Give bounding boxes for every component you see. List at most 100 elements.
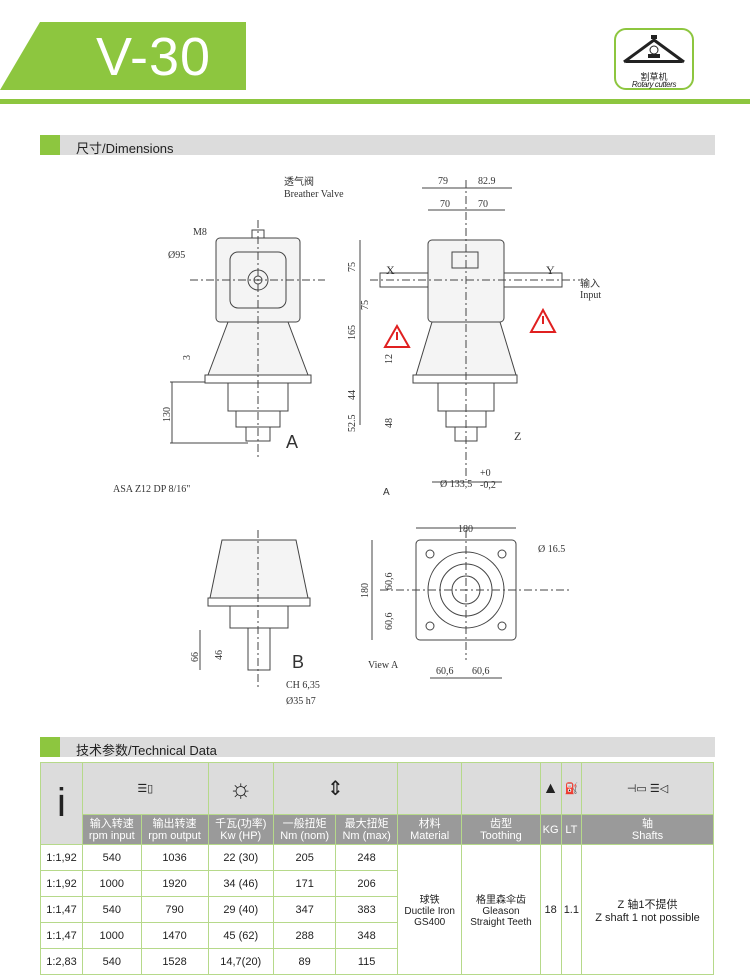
cell-nom: 288	[272, 922, 337, 949]
label-arrow-a: A	[383, 487, 390, 498]
cell-rpm-in: 540	[82, 844, 142, 871]
label-66: 66	[190, 652, 201, 662]
cell-max: 348	[335, 922, 398, 949]
label-m8: M8	[193, 227, 207, 238]
cell-nom: 347	[272, 896, 337, 923]
input-shaft-icon: ☰▯	[82, 762, 209, 815]
label-180-top: 180	[458, 524, 473, 535]
cell-ratio: 1:1,47	[40, 922, 83, 949]
label-180-side: 180	[360, 583, 371, 598]
label-44: 44	[347, 390, 358, 400]
label-70b: 70	[478, 199, 488, 210]
label-spline: ASA Z12 DP 8/16"	[113, 484, 190, 495]
label-d95: Ø95	[168, 250, 185, 261]
torque-icon: ⇕	[272, 762, 398, 815]
cell-nom: 89	[272, 948, 337, 975]
label-46: 46	[214, 650, 225, 660]
label-12: 12	[384, 354, 395, 364]
cell-kg: 18	[539, 844, 562, 975]
header-divider	[0, 99, 750, 104]
cell-kw: 34 (46)	[207, 870, 274, 897]
label-829: 82.9	[478, 176, 496, 187]
label-3: 3	[182, 355, 193, 360]
banner-slash	[0, 22, 40, 90]
cell-rpm-in: 1000	[82, 922, 142, 949]
cell-nom: 205	[272, 844, 337, 871]
section-dimensions: 尺寸/Dimensions	[40, 135, 715, 156]
label-x: X	[386, 263, 395, 277]
label-165-hole: Ø 16.5	[538, 544, 565, 555]
label-130: 130	[162, 407, 173, 422]
cell-ratio: 1:2,83	[40, 948, 83, 975]
label-75b: 75	[360, 300, 371, 310]
title-banner: V-30	[0, 22, 246, 90]
cell-rpm-out: 1528	[140, 948, 209, 975]
cell-rpm-out: 790	[140, 896, 209, 923]
weight-icon: ▲	[539, 762, 562, 815]
cell-max: 206	[335, 870, 398, 897]
label-view-a: View A	[368, 660, 399, 671]
cell-ratio: 1:1,47	[40, 896, 83, 923]
label-input-cn: 输入	[580, 277, 600, 290]
label-606a: 60,6	[384, 573, 395, 591]
cell-lt: 1.1	[560, 844, 583, 975]
section-title: 技术参数/Technical Data	[76, 743, 217, 758]
cell-rpm-in: 1000	[82, 870, 142, 897]
oil-can-icon: ⛽	[560, 762, 583, 815]
breather-cn: 透气阀	[284, 175, 314, 188]
cell-max: 383	[335, 896, 398, 923]
label-b: B	[292, 652, 304, 672]
section-title: 尺寸/Dimensions	[76, 141, 174, 156]
cell-kw: 29 (40)	[207, 896, 274, 923]
label-ch: CH 6,35	[286, 680, 320, 691]
logo-cn: 割草机	[640, 72, 668, 82]
label-606d: 60,6	[472, 666, 490, 677]
cell-rpm-in: 540	[82, 948, 142, 975]
cell-kw: 22 (30)	[207, 844, 274, 871]
section-technical: 技术参数/Technical Data	[40, 737, 715, 758]
rotary-cutter-icon	[623, 35, 685, 64]
logo-en: Rotary cutters	[631, 80, 677, 89]
header-lt: LT	[560, 814, 583, 845]
label-48: 48	[384, 418, 395, 428]
product-title: V-30	[96, 27, 212, 87]
toothing-icon	[461, 762, 541, 815]
cell-ratio: 1:1,92	[40, 844, 83, 871]
label-606c: 60,6	[436, 666, 454, 677]
label-input-en: Input	[580, 290, 601, 301]
cell-kw: 14,7(20)	[207, 948, 274, 975]
label-y: Y	[546, 263, 555, 277]
gear-sun-icon: ☼	[207, 762, 274, 815]
cell-rpm-out: 1470	[140, 922, 209, 949]
rotary-cutter-logo: 割草机 Rotary cutters	[614, 28, 694, 90]
dimension-drawings: 透气阀 Breather Valve M8 Ø95 3 130 ASA Z12 …	[113, 175, 601, 707]
label-tol-plus: +0	[480, 468, 491, 479]
material-icon	[396, 762, 463, 815]
label-75a: 75	[347, 262, 358, 272]
label-35: Ø35 h7	[286, 696, 316, 707]
label-1335: Ø 133,5	[440, 479, 472, 490]
header-kw: 千瓦(功率)Kw (HP)	[207, 814, 274, 845]
cell-max: 248	[335, 844, 398, 871]
header-kg: KG	[539, 814, 562, 845]
cell-kw: 45 (62)	[207, 922, 274, 949]
cell-rpm-out: 1036	[140, 844, 209, 871]
cell-max: 115	[335, 948, 398, 975]
label-70a: 70	[440, 199, 450, 210]
label-a: A	[286, 432, 298, 452]
cell-ratio: 1:1,92	[40, 870, 83, 897]
cell-rpm-out: 1920	[140, 870, 209, 897]
